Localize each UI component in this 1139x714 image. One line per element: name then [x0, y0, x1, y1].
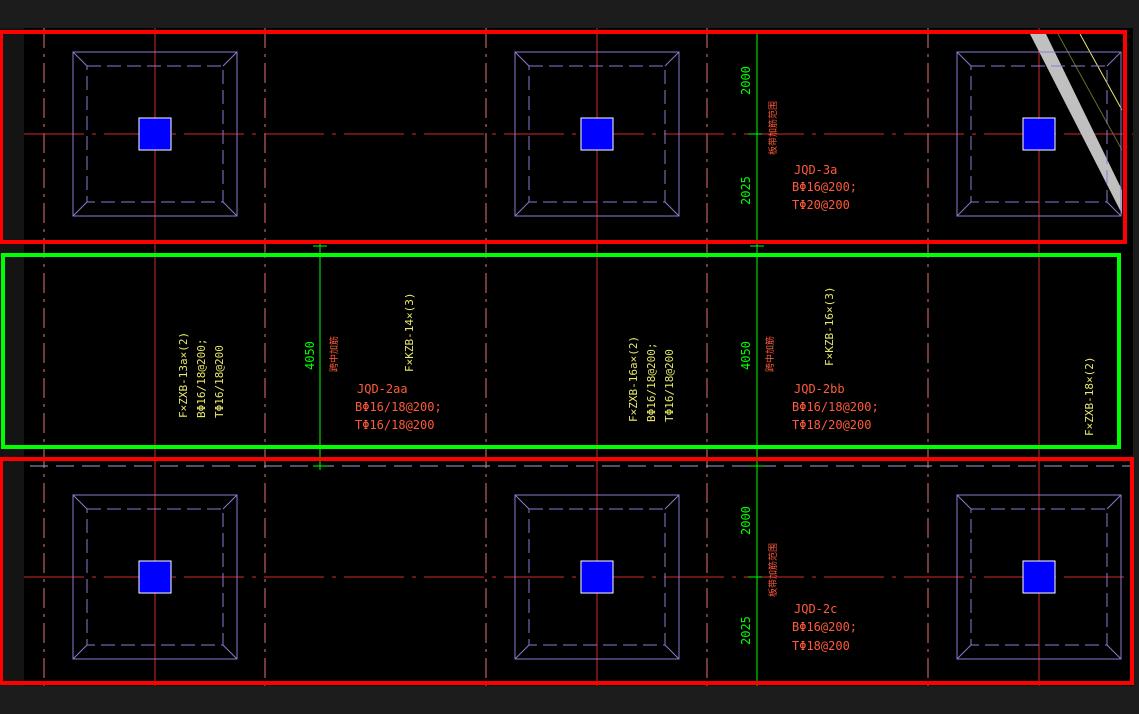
row-axis-lines	[24, 133, 1133, 578]
beam-label-b1: F×ZXB-13a×(2) BΦ16/18@200; TΦ16/18@200	[177, 332, 226, 418]
dimension-lines	[313, 34, 764, 686]
svg-text:TΦ18@200: TΦ18@200	[792, 639, 850, 653]
svg-text:TΦ16/18@200: TΦ16/18@200	[663, 349, 676, 422]
svg-text:TΦ20@200: TΦ20@200	[792, 198, 850, 212]
note-band-top: 板带加筋范围	[767, 101, 779, 155]
beam-label-b4: F×KZB-16×(3)	[823, 287, 836, 366]
dim-top-upper: 2000	[739, 66, 753, 95]
wall-hatch	[1030, 33, 1123, 214]
dim-mid-left: 4050	[303, 341, 317, 370]
svg-text:BΦ16/18@200;: BΦ16/18@200;	[355, 400, 442, 414]
dim-mid-right: 4050	[739, 341, 753, 370]
svg-text:TΦ16/18@200: TΦ16/18@200	[355, 418, 434, 432]
svg-text:BΦ16/18@200;: BΦ16/18@200;	[792, 400, 879, 414]
beam-label-b5: F×ZXB-18×(2)	[1083, 357, 1096, 436]
footing-label-mid-left: JQD-2aa BΦ16/18@200; TΦ16/18@200	[355, 382, 442, 432]
column	[580, 117, 614, 151]
svg-text:BΦ16@200;: BΦ16@200;	[792, 180, 857, 194]
footing-label-bottom: JQD-2c BΦ16@200; TΦ18@200	[792, 602, 857, 653]
footing-label-mid-right: JQD-2bb BΦ16/18@200; TΦ18/20@200	[792, 382, 879, 432]
dim-bottom-lower: 2025	[739, 616, 753, 645]
highlight-box-bottom[interactable]	[0, 457, 1134, 685]
column	[138, 117, 172, 151]
svg-text:BΦ16@200;: BΦ16@200;	[792, 620, 857, 634]
drawing-area	[0, 28, 1133, 686]
svg-text:F×ZXB-16a×(2): F×ZXB-16a×(2)	[627, 336, 640, 422]
note-span-right: 跨中加筋	[764, 336, 776, 372]
dim-bottom-upper: 2000	[739, 506, 753, 535]
footing	[72, 51, 238, 217]
svg-text:F×ZXB-13a×(2): F×ZXB-13a×(2)	[177, 332, 190, 418]
footing	[956, 494, 1122, 660]
svg-text:JQD-2c: JQD-2c	[794, 602, 837, 616]
svg-text:BΦ16/18@200;: BΦ16/18@200;	[645, 343, 658, 422]
svg-text:JQD-3a: JQD-3a	[794, 163, 837, 177]
note-span-left: 跨中加筋	[328, 336, 340, 372]
footings	[72, 51, 1122, 660]
svg-text:JQD-2bb: JQD-2bb	[794, 382, 845, 396]
beam-label-b3: F×ZXB-16a×(2) BΦ16/18@200; TΦ16/18@200	[627, 336, 676, 422]
beam-label-b2: F×KZB-14×(3)	[403, 293, 416, 372]
column	[580, 560, 614, 594]
svg-text:BΦ16/18@200;: BΦ16/18@200;	[195, 339, 208, 418]
column	[1022, 117, 1056, 151]
highlight-box-top[interactable]	[0, 30, 1127, 244]
column	[1022, 560, 1056, 594]
column	[138, 560, 172, 594]
note-band-bottom: 板带加筋范围	[767, 543, 779, 597]
dim-top-lower: 2025	[739, 176, 753, 205]
footing	[514, 494, 680, 660]
footing	[956, 51, 1122, 217]
footing-label-top: JQD-3a BΦ16@200; TΦ20@200	[792, 163, 857, 212]
svg-text:JQD-2aa: JQD-2aa	[357, 382, 408, 396]
svg-text:TΦ16/18@200: TΦ16/18@200	[213, 345, 226, 418]
footing	[72, 494, 238, 660]
svg-text:TΦ18/20@200: TΦ18/20@200	[792, 418, 871, 432]
vertical-gridlines	[43, 28, 929, 686]
highlight-box-middle[interactable]	[1, 253, 1121, 449]
footing	[514, 51, 680, 217]
